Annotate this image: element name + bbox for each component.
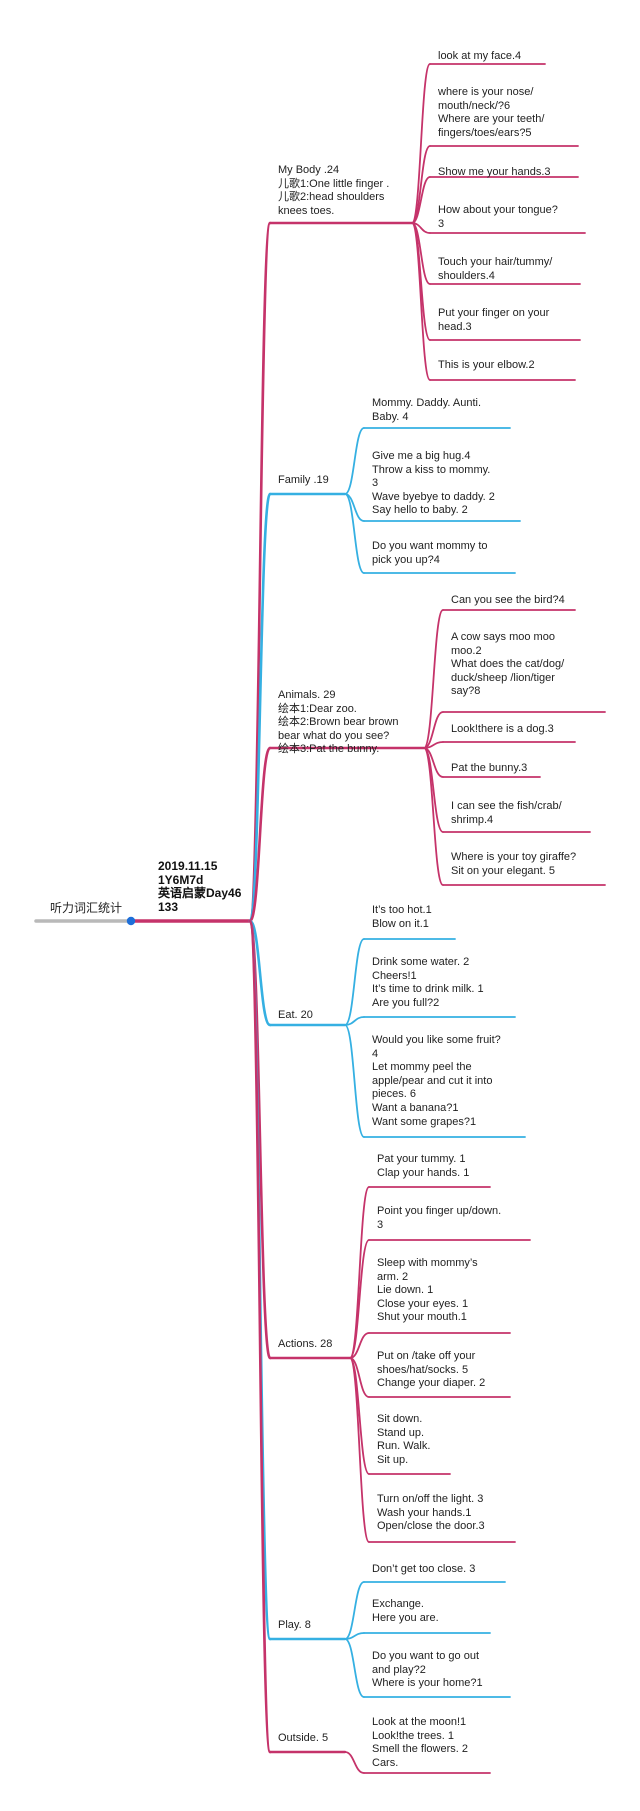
hub-node-label[interactable]: 2019.11.15 1Y6M7d 英语启蒙Day46 133 bbox=[158, 859, 242, 914]
eat-leaf-connector bbox=[344, 1016, 365, 1026]
play-leaf-connector bbox=[344, 1632, 365, 1640]
actions-leaf-connector bbox=[349, 1239, 370, 1359]
root-node-dot[interactable] bbox=[126, 916, 136, 926]
actions-leaf-5[interactable]: Sit down. Stand up. Run. Walk. Sit up. bbox=[377, 1413, 431, 1466]
body-leaf-1[interactable]: look at my face.4 bbox=[438, 50, 522, 62]
eat-leaf-3[interactable]: Would you like some fruit? 4 Let mommy p… bbox=[372, 1034, 501, 1128]
branch-play-label[interactable]: Play. 8 bbox=[278, 1619, 311, 1631]
body-leaf-3[interactable]: Show me your hands.3 bbox=[438, 166, 551, 178]
actions-leaf-connector bbox=[349, 1357, 370, 1543]
body-leaf-connector bbox=[411, 222, 431, 381]
branch-actions-label[interactable]: Actions. 28 bbox=[278, 1338, 333, 1350]
branch-eat-label[interactable]: Eat. 20 bbox=[278, 1009, 313, 1021]
trunk-to-animals bbox=[248, 746, 272, 923]
trunk-to-family bbox=[248, 492, 272, 923]
branch-outside-label[interactable]: Outside. 5 bbox=[278, 1732, 329, 1744]
animals-leaf-2[interactable]: A cow says moo moo moo.2 What does the c… bbox=[451, 631, 565, 698]
animals-leaf-1[interactable]: Can you see the bird?4 bbox=[451, 594, 565, 606]
actions-leaf-2[interactable]: Point you finger up/down. 3 bbox=[377, 1205, 502, 1231]
branch-family-label[interactable]: Family .19 bbox=[278, 474, 329, 486]
animals-leaf-4[interactable]: Pat the bunny.3 bbox=[451, 762, 528, 774]
play-leaf-1[interactable]: Don’t get too close. 3 bbox=[372, 1563, 476, 1575]
eat-leaf-connector bbox=[344, 1024, 365, 1138]
actions-leaf-6[interactable]: Turn on/off the light. 3 Wash your hands… bbox=[377, 1493, 485, 1533]
actions-leaf-connector bbox=[349, 1332, 370, 1359]
branch-body-label[interactable]: My Body .24 儿歌1:One little finger . 儿歌2:… bbox=[278, 164, 390, 217]
family-leaf-3[interactable]: Do you want mommy to pick you up?4 bbox=[372, 540, 488, 566]
eat-leaf-connector bbox=[344, 938, 365, 1026]
body-leaf-5[interactable]: Touch your hair/tummy/ shoulders.4 bbox=[438, 256, 553, 282]
body-leaf-4[interactable]: How about your tongue? 3 bbox=[438, 204, 558, 230]
body-leaf-connector bbox=[411, 63, 431, 224]
animals-leaf-connector bbox=[423, 609, 444, 749]
actions-leaf-connector bbox=[349, 1186, 370, 1359]
play-leaf-connector bbox=[344, 1581, 365, 1640]
actions-leaf-4[interactable]: Put on /take off your shoes/hat/socks. 5… bbox=[377, 1350, 486, 1390]
animals-leaf-6[interactable]: Where is your toy giraffe? Sit on your e… bbox=[451, 851, 577, 877]
family-leaf-connector bbox=[344, 427, 365, 495]
body-leaf-connector bbox=[411, 176, 431, 224]
body-leaf-2[interactable]: where is your nose/ mouth/neck/?6 Where … bbox=[438, 86, 545, 139]
family-leaf-1[interactable]: Mommy. Daddy. Aunti. Baby. 4 bbox=[372, 397, 482, 423]
play-leaf-2[interactable]: Exchange. Here you are. bbox=[372, 1598, 439, 1624]
trunk-to-outside bbox=[248, 919, 272, 1754]
play-leaf-connector bbox=[344, 1638, 365, 1698]
animals-leaf-3[interactable]: Look!there is a dog.3 bbox=[451, 723, 554, 735]
trunk-to-eat bbox=[248, 919, 272, 1027]
branch-animals-label[interactable]: Animals. 29 绘本1:Dear zoo. 绘本2:Brown bear… bbox=[278, 689, 399, 756]
branch-connectors bbox=[248, 63, 606, 1774]
animals-leaf-connector bbox=[423, 747, 444, 886]
actions-leaf-1[interactable]: Pat your tummy. 1 Clap your hands. 1 bbox=[377, 1153, 470, 1179]
outside-leaf-1[interactable]: Look at the moon!1 Look!the trees. 1 Sme… bbox=[372, 1716, 468, 1769]
outside-leaf-connector bbox=[344, 1751, 365, 1774]
family-leaf-connector bbox=[344, 493, 365, 574]
body-leaf-6[interactable]: Put your finger on your head.3 bbox=[438, 307, 550, 333]
actions-leaf-3[interactable]: Sleep with mommy’s arm. 2 Lie down. 1 Cl… bbox=[377, 1257, 478, 1324]
body-leaf-7[interactable]: This is your elbow.2 bbox=[438, 359, 535, 371]
animals-leaf-5[interactable]: I can see the fish/crab/ shrimp.4 bbox=[451, 800, 562, 826]
eat-leaf-2[interactable]: Drink some water. 2 Cheers!1 It’s time t… bbox=[372, 956, 484, 1009]
eat-leaf-1[interactable]: It’s too hot.1 Blow on it.1 bbox=[372, 904, 432, 930]
root-node-label[interactable]: 听力词汇统计 bbox=[50, 901, 123, 915]
play-leaf-3[interactable]: Do you want to go out and play?2 Where i… bbox=[372, 1650, 483, 1690]
family-leaf-2[interactable]: Give me a big hug.4 Throw a kiss to momm… bbox=[372, 450, 495, 517]
